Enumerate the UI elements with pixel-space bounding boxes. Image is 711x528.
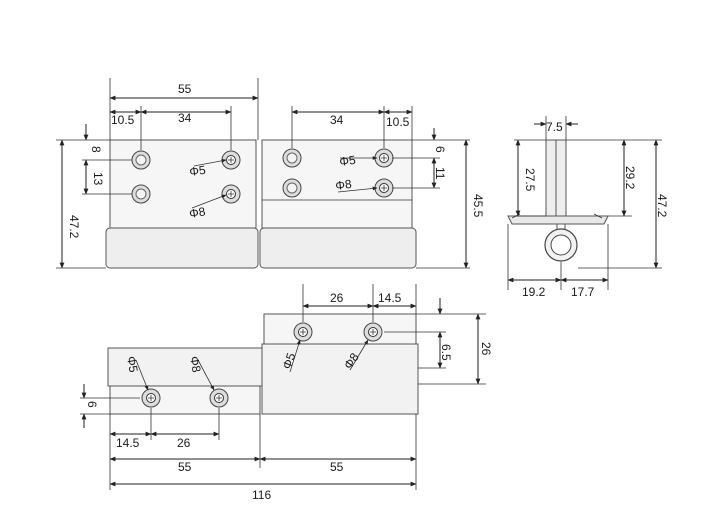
dim-bottom-6-left: 6 [85, 401, 99, 408]
right-knuckle [259, 227, 417, 269]
bottom-left-leaf [109, 385, 261, 415]
dim-bottom-14-5-left: 14.5 [116, 436, 140, 450]
dim-side-29-2: 29.2 [623, 166, 637, 190]
top-view: Φ5 Φ8 Φ5 Φ8 55 10.5 34 34 10.5 47.2 8 [56, 78, 485, 269]
dim-bottom-55-right: 55 [330, 460, 344, 474]
dim-bottom-26-right: 26 [479, 342, 493, 356]
dim-bottom-26-left: 26 [177, 436, 191, 450]
phi8-label-right: Φ8 [334, 177, 352, 193]
side-view: 7.5 27.5 29.2 47.2 19.2 17.7 [507, 116, 669, 299]
dim-top-offset-6-right: 6 [433, 146, 447, 153]
bottom-left-knuckle [107, 347, 263, 387]
dim-bottom-14-5-top: 14.5 [378, 291, 402, 305]
dim-top-10-5-left: 10.5 [111, 113, 135, 127]
dim-top-34-right: 34 [330, 113, 344, 127]
dim-bottom-6-5-right: 6.5 [439, 344, 453, 361]
bottom-right-knuckle [261, 343, 419, 415]
side-base [507, 215, 609, 225]
left-knuckle [105, 227, 259, 269]
dim-side-47-2: 47.2 [655, 194, 669, 218]
phi5-label-left: Φ5 [188, 163, 206, 179]
bottom-view: Φ5 Φ8 Φ5 Φ8 26 14.5 26 6.5 6 1 [80, 284, 493, 502]
bottom-phi8-left: Φ8 [187, 355, 204, 374]
dim-side-19-2: 19.2 [522, 285, 546, 299]
phi8-label-left: Φ8 [188, 204, 207, 221]
bottom-phi5-left: Φ5 [124, 355, 141, 374]
dim-side-27-5: 27.5 [523, 168, 537, 192]
dim-height-45-5-right: 45.5 [471, 194, 485, 218]
bottom-right-leaf [263, 313, 417, 345]
dim-top-10-5-right: 10.5 [386, 115, 410, 129]
dim-thickness-7-5: 7.5 [546, 120, 563, 134]
dim-hole-pitch-13: 13 [91, 172, 105, 186]
dim-top-55: 55 [178, 82, 192, 96]
dim-side-17-7: 17.7 [571, 285, 595, 299]
dim-top-offset-8: 8 [89, 146, 103, 153]
dim-height-47-2-left: 47.2 [67, 215, 81, 239]
dim-top-34-left: 34 [178, 111, 192, 125]
phi5-label-right: Φ5 [338, 153, 356, 169]
dim-bottom-26-top: 26 [330, 291, 344, 305]
dim-bottom-55-left: 55 [178, 460, 192, 474]
dim-bottom-116: 116 [252, 488, 271, 502]
dim-hole-pitch-11: 11 [433, 167, 447, 180]
bottom-phi5-right: Φ5 [280, 351, 299, 371]
